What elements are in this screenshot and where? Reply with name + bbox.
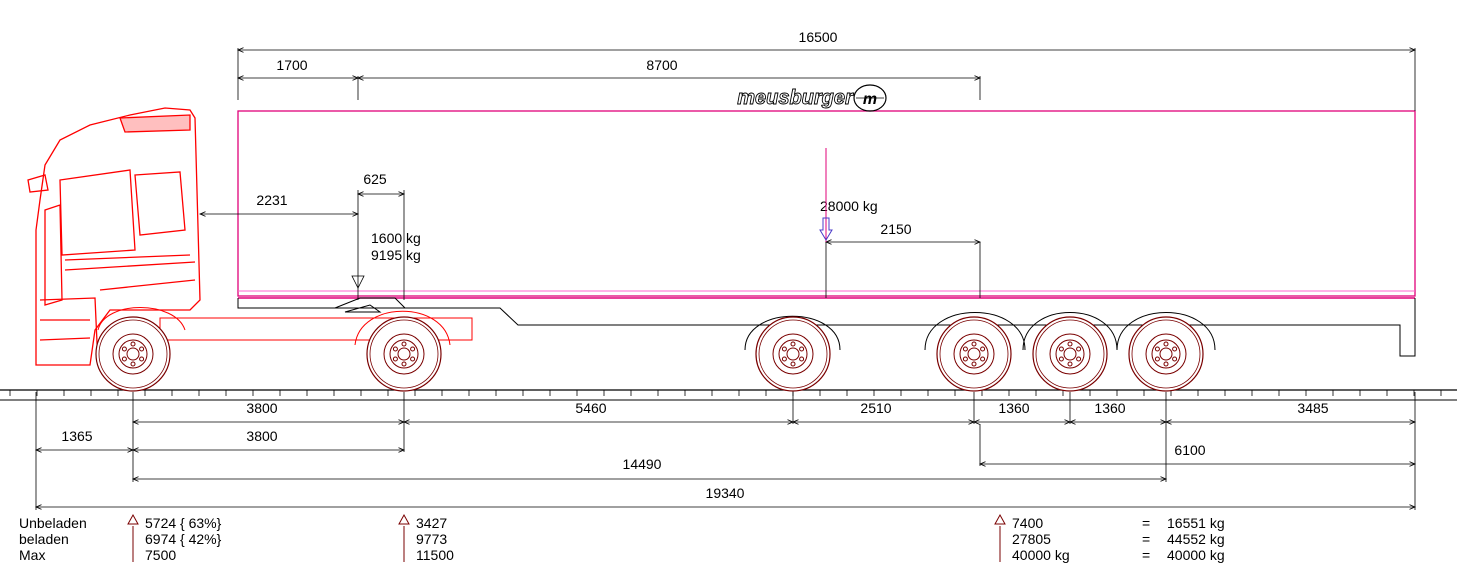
brand-logo: meusburger m [737,84,887,112]
front-axle-wheel [95,316,171,392]
trailer-axles-arrow-icon [994,513,1006,562]
total-laden: 44552 kg [1167,531,1225,547]
drive-axle-max: 11500 [416,547,454,563]
dim-rear-overhang: 3485 [1297,400,1328,416]
drive-axle-arrow-icon [398,513,410,562]
trailer-axles-unladen: 7400 [1012,515,1043,531]
row-label-laden: beladen [19,531,69,547]
dim-kingpin-offset: 1700 [276,57,307,73]
trailer-axle-2-wheel [1032,316,1108,392]
trailer-axles-laden: 27805 [1012,531,1051,547]
drive-axle-wheel [366,316,442,392]
dim-bogie-to-rear: 6100 [1174,442,1205,458]
trailer-axle-3-wheel [1128,316,1204,392]
fifth-wheel-max: 9195 kg [371,247,421,263]
equals-sign: = [1142,547,1150,563]
dim-overall-trailer: 16500 [799,29,838,45]
ground-line [0,389,1457,401]
dim-overall-length: 19340 [706,485,745,501]
dim-drive-to-lift: 5460 [575,400,606,416]
payload-arrow-icon [819,148,833,242]
dim-lift-to-bogie: 2510 [860,400,891,416]
dim-cab-to-kingpin: 2231 [256,192,287,208]
kingpin-marker-icon [351,275,365,289]
dim-front-axle-to-bogie: 14490 [623,456,662,472]
front-axle-arrow-icon [127,513,139,562]
row-label-unladen: Unbeladen [19,515,87,531]
axle-load-table: Unbeladen beladen Max 5724 { 63%} 6974 {… [19,513,1225,563]
fifth-wheel-load: 1600 kg [371,230,421,246]
dim-front-overhang: 1365 [61,428,92,444]
dim-fifth-wheel-offset: 625 [363,171,387,187]
dim-kingpin-to-load-ref: 8700 [646,57,677,73]
front-axle-unladen: 5724 { 63%} [145,515,222,531]
equals-sign: = [1142,515,1150,531]
total-max: 40000 kg [1167,547,1225,563]
front-axle-laden: 6974 { 42%} [145,531,222,547]
equals-sign: = [1142,531,1150,547]
brand-mark: m [863,91,877,108]
lift-axle-wheel [755,316,831,392]
drive-axle-laden: 9773 [416,531,447,547]
row-label-max: Max [19,547,45,563]
dim-tractor-wheelbase: 3800 [246,400,277,416]
drive-axle-unladen: 3427 [416,515,447,531]
brand-name: meusburger [737,87,854,109]
front-axle-max: 7500 [145,547,176,563]
tractor-cab [27,107,201,366]
total-unladen: 16551 kg [1167,515,1225,531]
dim-tractor-wheelbase-2: 3800 [246,428,277,444]
trailer-axles-max: 40000 kg [1012,547,1070,563]
trailer-body [237,110,1416,299]
payload-label: 28000 kg [820,198,878,214]
dim-load-to-bogie: 2150 [880,221,911,237]
dim-bogie-spacing-2: 1360 [1094,400,1125,416]
dim-bogie-spacing-1: 1360 [998,400,1029,416]
trailer-axle-1-wheel [936,316,1012,392]
